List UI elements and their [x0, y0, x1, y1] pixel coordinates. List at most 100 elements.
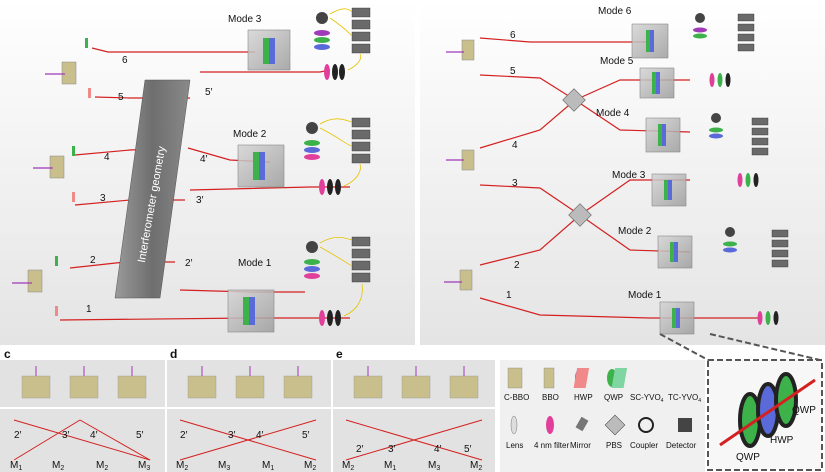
- mode1-hwp: [249, 297, 255, 325]
- svg-text:5′: 5′: [302, 430, 310, 441]
- svg-text:3′: 3′: [228, 430, 236, 441]
- compensator-4: [72, 192, 75, 202]
- inset: QWP HWP QWP: [659, 333, 823, 471]
- svg-text:M2: M2: [96, 460, 108, 472]
- svg-text:M3: M3: [428, 460, 440, 472]
- port-1: 1: [86, 304, 92, 315]
- svg-text:M1: M1: [262, 460, 274, 472]
- b-mode1-label: Mode 1: [628, 290, 662, 301]
- b-beam-6: [479, 37, 650, 43]
- svg-text:2′: 2′: [14, 430, 22, 441]
- svg-text:M2: M2: [304, 460, 316, 472]
- panel-a-fibres: [319, 8, 363, 317]
- svg-text:4′: 4′: [256, 430, 264, 441]
- svg-text:4′: 4′: [434, 444, 442, 455]
- panel-a-detectors: [304, 7, 371, 326]
- legend-icons-row2: [510, 414, 692, 436]
- svg-text:M2: M2: [176, 460, 188, 472]
- port-4: 4: [104, 152, 110, 163]
- interferometer-slab: [114, 79, 191, 299]
- b-beam-1: [479, 297, 760, 319]
- svg-text:SC-YVO4: SC-YVO4: [630, 393, 664, 404]
- b-mode5-label: Mode 5: [600, 56, 634, 67]
- inset-label-qwp-left: QWP: [736, 452, 760, 463]
- panel-b-background: [420, 0, 825, 345]
- legend: C-BBO BBO HWP QWP SC-YVO4 TC-YVO4 Lens 4…: [500, 360, 705, 472]
- svg-text:TC-YVO4: TC-YVO4: [668, 393, 701, 404]
- b-port-5: 5: [510, 66, 516, 77]
- panel-a-mode-boxes: Mode 3 Mode 2 Mode 1: [227, 14, 291, 333]
- b-mode3-label: Mode 3: [612, 170, 646, 181]
- port-2prime: 2′: [185, 258, 193, 269]
- svg-text:4 nm filter: 4 nm filter: [534, 441, 569, 450]
- compensator-5: [55, 256, 58, 266]
- panel-b-detectors: [693, 13, 789, 325]
- panel-c-labels: 2′3′ 4′5′ M1 M2 M2 M3: [10, 430, 150, 472]
- b-pbs-upper: [562, 88, 586, 112]
- mode2-qwp: [253, 152, 259, 180]
- b-port-4: 4: [512, 140, 518, 151]
- mode2-label: Mode 2: [233, 129, 267, 140]
- port-2: 2: [90, 255, 96, 266]
- b-port-6: 6: [510, 30, 516, 41]
- mode3-qwp: [263, 38, 269, 64]
- legend-labels-row1: C-BBO BBO HWP QWP SC-YVO4 TC-YVO4: [504, 393, 701, 404]
- bottom-panels: 2′ 3′ 4′ 5′ M1 M2 M2 M3 2′ 3′ 4′ 5′ M2 M3 M1…: [0, 360, 495, 472]
- panel-b-ports: 6 5 4 3 2 1: [506, 30, 520, 301]
- port-4prime: 4′: [200, 154, 208, 165]
- mode1-label: Mode 1: [238, 258, 272, 269]
- svg-text:BBO: BBO: [542, 393, 559, 402]
- b-pbs-lower: [568, 203, 592, 227]
- panel-a: Interferometer geometry 6 5 4 3 2 1 5′: [0, 0, 415, 345]
- svg-text:QWP: QWP: [604, 393, 623, 402]
- svg-text:M1: M1: [10, 460, 22, 472]
- port-3prime: 3′: [196, 195, 204, 206]
- legend-background: [500, 360, 705, 472]
- panel-a-analysers: [304, 12, 345, 326]
- inset-beam: [719, 378, 816, 447]
- panel-a-sources: [12, 38, 91, 316]
- legend-labels-row2: Lens 4 nm filter Mirror PBS Coupler Dete…: [506, 441, 697, 450]
- mode3-label: Mode 3: [228, 14, 262, 25]
- svg-text:3′: 3′: [388, 444, 396, 455]
- svg-text:C-BBO: C-BBO: [504, 393, 529, 402]
- b-port-2: 2: [514, 260, 520, 271]
- b-mode6-label: Mode 6: [598, 6, 632, 17]
- mode2-hwp: [259, 152, 265, 180]
- inset-label-qwp-right: QWP: [792, 405, 816, 416]
- inset-label-hwp: HWP: [770, 435, 794, 446]
- svg-text:3′: 3′: [62, 430, 70, 441]
- compensator-3: [72, 146, 75, 156]
- svg-text:M2: M2: [470, 460, 482, 472]
- svg-text:2′: 2′: [356, 444, 364, 455]
- b-mode4-label: Mode 4: [596, 108, 630, 119]
- svg-text:4′: 4′: [90, 430, 98, 441]
- panel-e-labels: 2′ 3′ 4′ 5′ M2 M1 M3 M2: [342, 444, 482, 472]
- port-5prime: 5′: [205, 87, 213, 98]
- svg-text:5′: 5′: [464, 444, 472, 455]
- compensator-1: [85, 38, 88, 48]
- svg-text:Coupler: Coupler: [630, 441, 658, 450]
- panel-b: 6 5 4 3 2 1 Mode 6 Mode 5 Mode 4 Mode 3 …: [420, 0, 825, 345]
- source-crystal-top: [61, 61, 77, 85]
- mode1-qwp: [243, 297, 249, 325]
- port-5: 5: [118, 92, 124, 103]
- svg-text:M2: M2: [342, 460, 354, 472]
- panel-label-c: c: [4, 347, 11, 361]
- svg-text:Mirror: Mirror: [570, 441, 591, 450]
- source-crystal-mid: [49, 155, 65, 179]
- svg-text:M3: M3: [218, 460, 230, 472]
- port-6: 6: [122, 55, 128, 66]
- port-3: 3: [100, 193, 106, 204]
- b-mode2-label: Mode 2: [618, 226, 652, 237]
- svg-text:2′: 2′: [180, 430, 188, 441]
- svg-text:5′: 5′: [136, 430, 144, 441]
- svg-text:HWP: HWP: [574, 393, 593, 402]
- svg-text:M1: M1: [384, 460, 396, 472]
- panel-b-mode-boxes: [631, 23, 695, 335]
- svg-text:Detector: Detector: [666, 441, 697, 450]
- panel-d-labels: 2′ 3′ 4′ 5′ M2 M3 M1 M2: [176, 430, 316, 472]
- legend-icons-row1: [507, 367, 628, 389]
- panel-label-e: e: [336, 347, 343, 361]
- compensator-6: [55, 306, 58, 316]
